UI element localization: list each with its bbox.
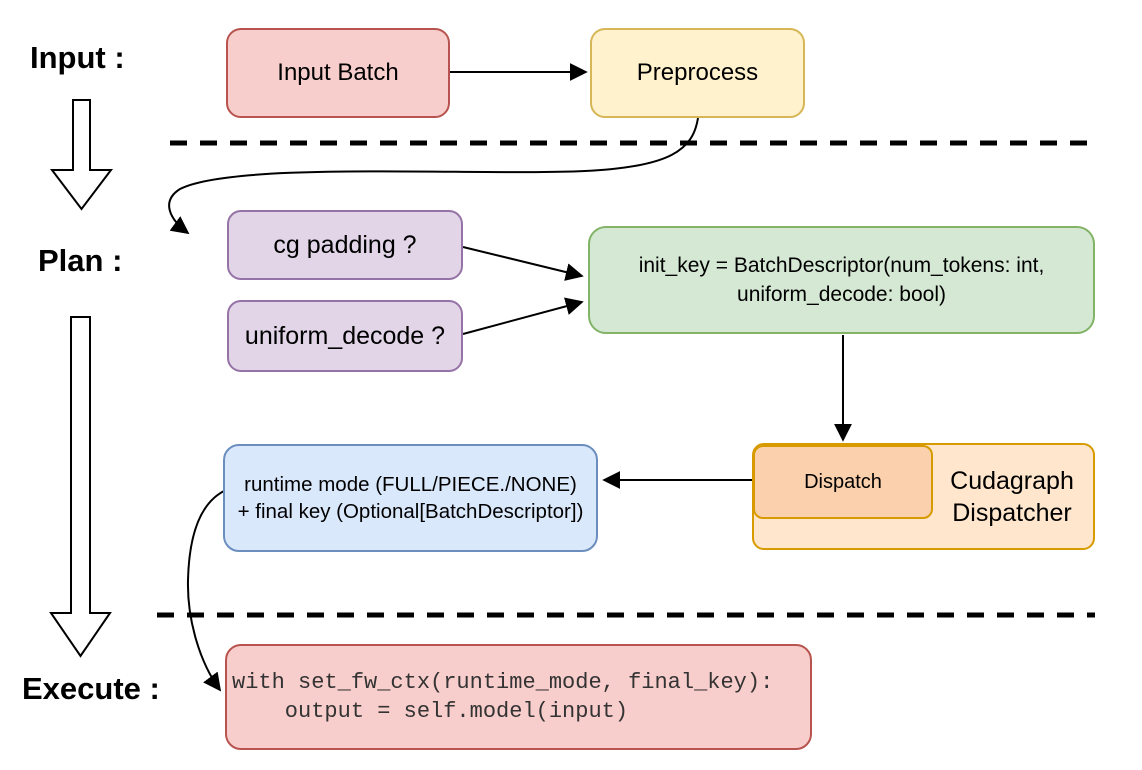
arrow-uniformdecode-to-initkey	[462, 297, 584, 335]
node-init-key: init_key = BatchDescriptor(num_tokens: i…	[588, 226, 1095, 334]
node-uniform-decode-label: uniform_decode ?	[244, 321, 446, 350]
node-cudagraph-line2: Dispatcher	[952, 498, 1072, 527]
node-cudagraph-dispatcher-label: Cudagraph Dispatcher	[931, 445, 1093, 548]
hollow-arrow-input-to-plan	[49, 99, 114, 211]
node-runtime-mode: runtime mode (FULL/PIECE./NONE) + final …	[223, 444, 598, 552]
node-preprocess-label: Preprocess	[636, 59, 759, 86]
node-cg-padding: cg padding ?	[227, 210, 463, 280]
node-input-batch-label: Input Batch	[277, 59, 399, 86]
node-uniform-decode: uniform_decode ?	[227, 300, 463, 372]
arrow-cgpadding-to-initkey	[462, 246, 584, 281]
hollow-arrow-plan-to-execute	[49, 316, 112, 658]
node-dispatch: Dispatch	[753, 445, 933, 519]
node-runtime-mode-line2: + final key (Optional[BatchDescriptor])	[237, 500, 584, 523]
node-runtime-mode-line1: runtime mode (FULL/PIECE./NONE)	[244, 473, 577, 496]
node-init-key-line1: init_key = BatchDescriptor(num_tokens: i…	[638, 254, 1045, 277]
node-cudagraph-line1: Cudagraph	[950, 466, 1074, 495]
stage-label-plan: Plan :	[38, 243, 123, 278]
curve-runtimemode-to-executecode	[186, 489, 227, 692]
node-init-key-line2: uniform_decode: bool)	[737, 283, 946, 306]
stage-label-input: Input :	[30, 40, 125, 75]
node-preprocess: Preprocess	[590, 28, 805, 118]
node-cg-padding-label: cg padding ?	[273, 230, 417, 259]
node-execute-code: with set_fw_ctx(runtime_mode, final_key)…	[225, 644, 812, 750]
stage-label-execute: Execute :	[22, 671, 160, 706]
node-input-batch: Input Batch	[226, 28, 450, 118]
node-execute-code-line2: output = self.model(input)	[232, 699, 629, 724]
node-dispatch-label: Dispatch	[804, 470, 882, 493]
node-execute-code-line1: with set_fw_ctx(runtime_mode, final_key)…	[232, 670, 774, 695]
